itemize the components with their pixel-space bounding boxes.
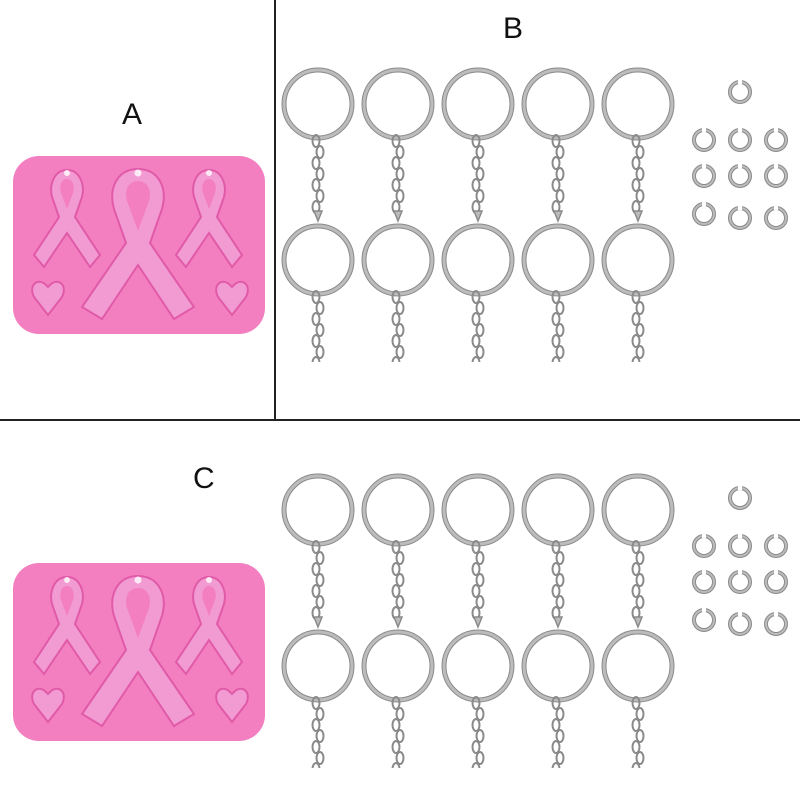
keyring-set-c bbox=[280, 468, 800, 768]
jump-ring bbox=[728, 164, 752, 188]
keyring bbox=[361, 473, 435, 630]
keyring bbox=[601, 629, 675, 768]
keyring bbox=[441, 473, 515, 630]
keyring bbox=[281, 67, 355, 224]
panel-label-b: B bbox=[503, 12, 524, 45]
keyring bbox=[281, 629, 355, 768]
jump-ring bbox=[764, 128, 788, 152]
jump-ring bbox=[692, 570, 716, 594]
jump-ring bbox=[764, 206, 788, 230]
jump-ring bbox=[728, 80, 752, 104]
jump-ring bbox=[728, 612, 752, 636]
keyring bbox=[361, 223, 435, 362]
jump-ring bbox=[692, 534, 716, 558]
jump-ring bbox=[692, 608, 716, 632]
keyrings-and-jumprings bbox=[281, 473, 788, 768]
ribbon-mold-a bbox=[12, 155, 266, 335]
jump-ring bbox=[764, 534, 788, 558]
keyring-set-b bbox=[280, 62, 800, 362]
jump-ring bbox=[728, 128, 752, 152]
keyring bbox=[521, 67, 595, 224]
jump-ring bbox=[692, 202, 716, 226]
jump-ring bbox=[728, 206, 752, 230]
jump-ring bbox=[728, 486, 752, 510]
jump-ring bbox=[692, 164, 716, 188]
horizontal-divider bbox=[0, 419, 800, 421]
ribbon-mold-image bbox=[13, 563, 265, 741]
keyring bbox=[521, 223, 595, 362]
keyring bbox=[441, 223, 515, 362]
keyring bbox=[521, 629, 595, 768]
jump-ring bbox=[692, 128, 716, 152]
jump-ring bbox=[764, 164, 788, 188]
keyrings-and-jumprings bbox=[281, 67, 788, 362]
panel-label-c: C bbox=[193, 462, 215, 495]
keyring bbox=[361, 629, 435, 768]
keyring bbox=[361, 67, 435, 224]
jump-ring bbox=[728, 534, 752, 558]
ribbon-mold-image bbox=[13, 156, 265, 334]
keyring bbox=[601, 67, 675, 224]
jump-ring bbox=[764, 612, 788, 636]
keyring bbox=[281, 223, 355, 362]
keyring bbox=[441, 629, 515, 768]
keyring bbox=[601, 473, 675, 630]
panel-label-a: A bbox=[122, 98, 143, 131]
vertical-divider bbox=[274, 0, 276, 420]
jump-ring bbox=[728, 570, 752, 594]
keyring bbox=[601, 223, 675, 362]
keyring bbox=[281, 473, 355, 630]
keyring bbox=[441, 67, 515, 224]
keyring bbox=[521, 473, 595, 630]
jump-ring bbox=[764, 570, 788, 594]
ribbon-mold-c bbox=[12, 562, 266, 742]
